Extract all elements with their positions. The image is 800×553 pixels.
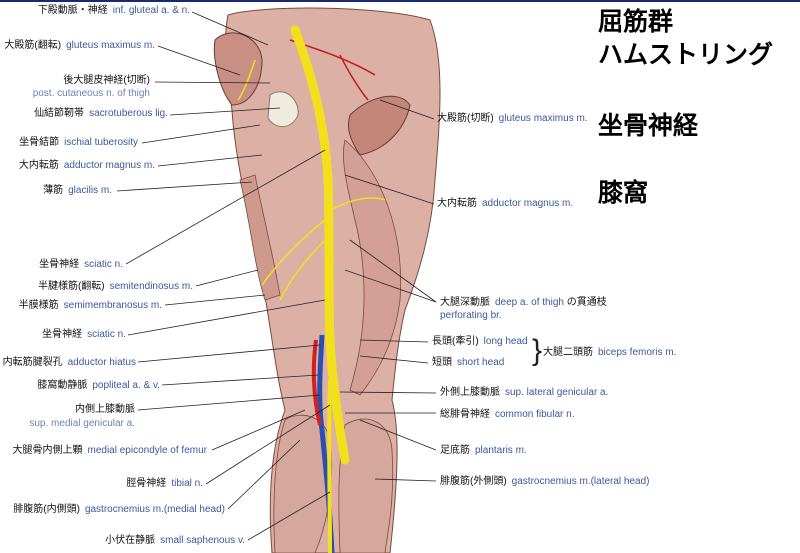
leader-line bbox=[339, 391, 437, 394]
leader-line bbox=[247, 491, 331, 541]
leader-line bbox=[349, 239, 437, 303]
label-sup-medial-genicular: 内側上膝動脈 bbox=[75, 404, 135, 415]
leader-line bbox=[157, 45, 241, 76]
leader-line bbox=[164, 294, 266, 306]
popliteal-artery bbox=[311, 339, 322, 426]
label-gluteus-maximus-reflected: 大殿筋(翻転)gluteus maximus m. bbox=[4, 40, 155, 51]
leader-line bbox=[227, 439, 301, 510]
gastrocnemius-lateral bbox=[338, 418, 394, 553]
label-gastrocnemius-lateral: 腓腹筋(外側頭)gastrocnemius m.(lateral head) bbox=[440, 476, 650, 487]
top-border bbox=[0, 0, 800, 2]
leader-line bbox=[359, 339, 429, 343]
label-semitendinosus: 半腱様筋(翻転)semitendinosus m. bbox=[37, 281, 193, 292]
label-gastrocnemius-medial: 腓腹筋(内側頭)gastrocnemius m.(medial head) bbox=[13, 504, 225, 515]
semitendinosus-flap bbox=[239, 174, 281, 301]
leader-line bbox=[157, 154, 263, 167]
brace-biceps: } bbox=[532, 334, 543, 367]
biceps-femoris bbox=[343, 139, 402, 396]
leader-line bbox=[125, 149, 326, 265]
leader-line bbox=[344, 174, 435, 205]
leader-line bbox=[195, 269, 259, 287]
leader-line bbox=[205, 404, 331, 485]
gluteus-maximus-flap-left bbox=[213, 32, 263, 106]
label-perforating-branch: perforating br. bbox=[440, 310, 502, 321]
leader-line bbox=[211, 409, 306, 451]
leader-line bbox=[116, 181, 253, 192]
leader-line bbox=[379, 99, 435, 120]
leader-line bbox=[137, 344, 321, 363]
gluteus-maximus-cut-right bbox=[347, 95, 411, 156]
leader-line bbox=[141, 124, 261, 144]
title-sciatic-nerve: 坐骨神経 bbox=[598, 112, 699, 140]
title-hamstring: ハムストリング bbox=[598, 41, 774, 69]
leader-line bbox=[137, 394, 321, 411]
leader-lines-right bbox=[339, 99, 437, 482]
label-post-cutaneous-nerve-en: post. cutaneous n. of thigh bbox=[32, 88, 150, 99]
label-gluteus-maximus-cut: 大殿筋(切断)gluteus maximus m. bbox=[437, 113, 588, 124]
title-popliteal-fossa: 膝窩 bbox=[598, 179, 649, 207]
leader-line bbox=[161, 374, 319, 386]
leader-line bbox=[359, 419, 437, 451]
leader-line bbox=[344, 269, 437, 303]
leader-line bbox=[127, 299, 326, 336]
leader-line bbox=[169, 107, 281, 116]
leader-line bbox=[374, 478, 437, 482]
title-flexor-group: 屈筋群 bbox=[598, 8, 674, 36]
tibial-nerve bbox=[327, 379, 332, 553]
nerve-branches bbox=[237, 59, 386, 301]
label-post-cutaneous-nerve: 後大腿皮神経(切断) bbox=[63, 75, 150, 86]
leader-line bbox=[191, 11, 269, 46]
ischial-bone bbox=[267, 91, 299, 128]
leader-line bbox=[359, 355, 429, 364]
sciatic-nerve bbox=[290, 25, 350, 465]
label-sup-medial-genicular-en: sup. medial genicular a. bbox=[29, 418, 135, 429]
label-long-head: 長頭(牽引)long head bbox=[432, 336, 528, 347]
leader-lines-left bbox=[116, 11, 331, 541]
leader-line bbox=[154, 81, 271, 84]
